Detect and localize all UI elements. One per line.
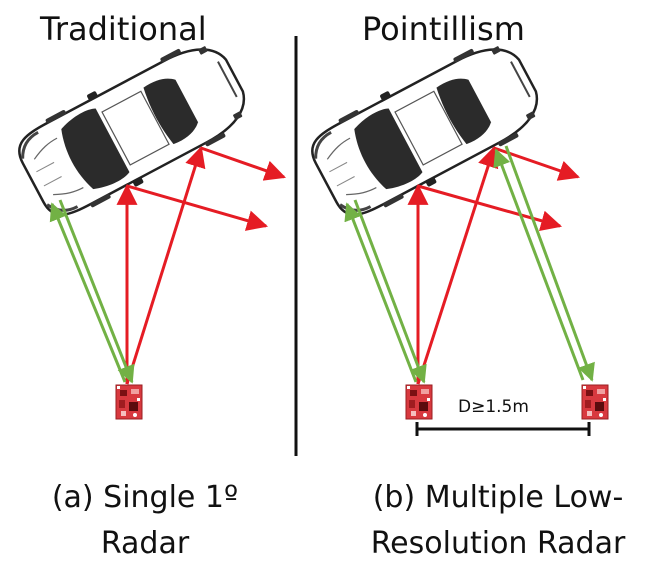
radar-right-1 — [405, 384, 433, 420]
left-panel-title: Traditional — [40, 10, 207, 48]
incident-rays-left — [116, 145, 286, 385]
left-caption-line2: Radar — [100, 526, 190, 561]
radar-left — [115, 384, 143, 420]
reflected-rays-right-near — [344, 199, 427, 384]
radar-right-2 — [581, 384, 609, 420]
distance-label: D≥1.5m — [458, 397, 529, 417]
right-caption-line2: Resolution Radar — [370, 526, 626, 561]
incident-rays-right — [407, 146, 580, 385]
right-panel-title: Pointillism — [362, 10, 525, 48]
right-caption-line1: (b) Multiple Low- — [372, 480, 624, 515]
left-caption-line1: (a) Single 1º — [51, 480, 239, 515]
car-left — [7, 28, 261, 230]
reflected-rays-right-far — [493, 145, 595, 382]
reflected-rays-left — [49, 199, 135, 384]
distance-dimension — [415, 422, 591, 436]
